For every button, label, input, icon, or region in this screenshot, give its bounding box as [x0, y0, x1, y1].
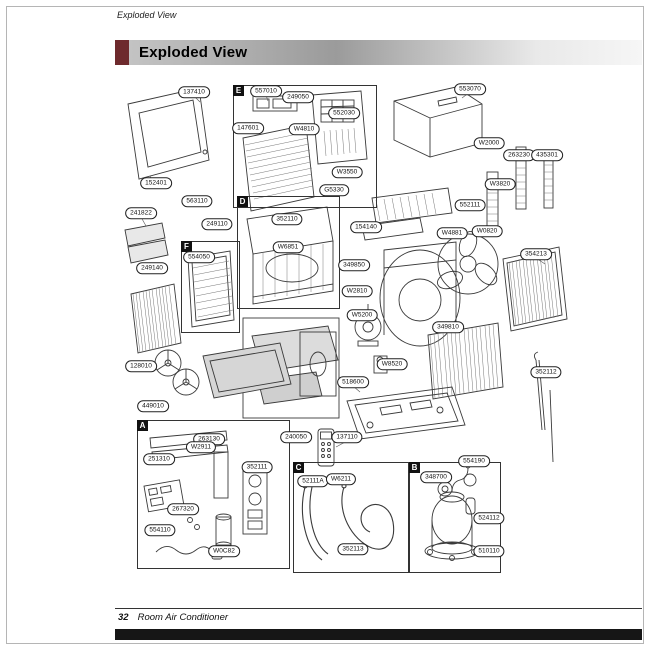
front-frame-panel [127, 87, 210, 180]
chassis-assembly [246, 206, 334, 305]
cabinet-shell [393, 86, 483, 158]
fan-scroll-housing [379, 241, 461, 347]
inlet-grille [242, 124, 315, 212]
condenser-coil [502, 246, 568, 332]
drain-tubes [533, 351, 554, 463]
title-bar: Exploded View [115, 40, 642, 65]
footer-title: Room Air Conditioner [137, 612, 229, 623]
base-pan [346, 386, 466, 440]
page-border [6, 6, 644, 644]
evaporator-coil [130, 283, 182, 354]
title-accent-square [115, 40, 129, 65]
drain-basin [202, 342, 292, 399]
footer: 32 Room Air Conditioner [118, 612, 228, 623]
propeller-fan [437, 231, 499, 295]
compressor [424, 463, 480, 561]
page-title: Exploded View [139, 44, 248, 61]
control-parts [143, 430, 268, 560]
running-head: Exploded View [117, 10, 177, 20]
page-number: 32 [118, 612, 129, 623]
footer-rule [115, 608, 642, 609]
side-louver-strips [486, 146, 554, 235]
partition-panel [361, 187, 453, 241]
front-panel [311, 90, 368, 165]
air-filters [124, 222, 169, 264]
control-box-top [252, 95, 298, 112]
side-grille [187, 250, 235, 328]
remote-control [317, 428, 335, 467]
leader-lines [140, 91, 546, 448]
side-curtains [427, 322, 504, 400]
footer-bar [115, 629, 642, 640]
blower-fans [154, 349, 200, 396]
refrigerant-tubing [301, 483, 395, 561]
